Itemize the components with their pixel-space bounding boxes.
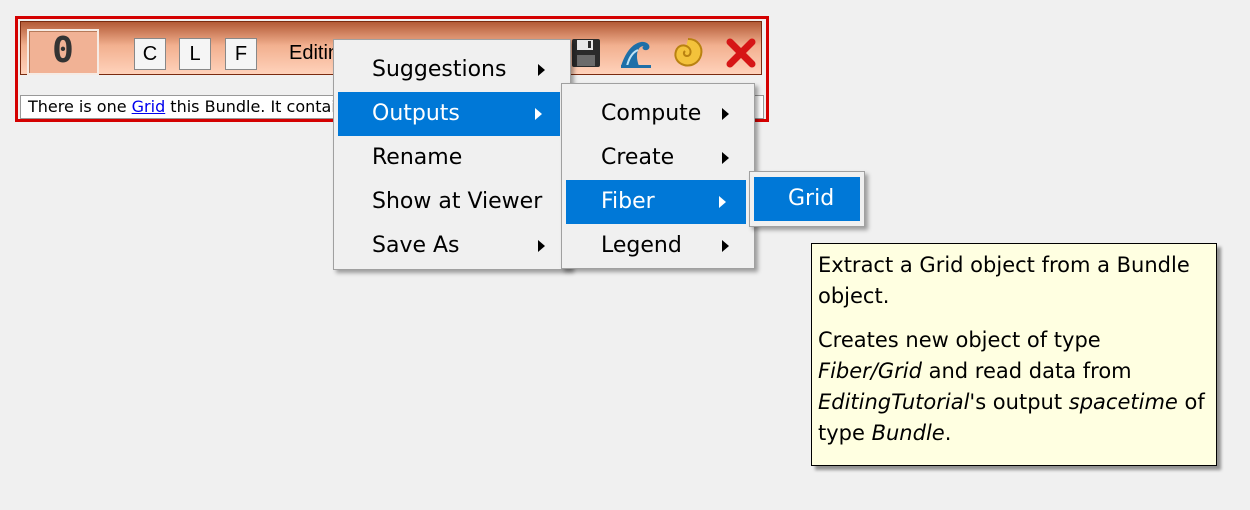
grid-link[interactable]: Grid	[131, 97, 166, 116]
close-icon[interactable]	[724, 36, 758, 70]
tooltip-text: Creates new object of type	[818, 328, 1101, 352]
menu-item-label: Compute	[601, 101, 702, 126]
status-suffix: this Bundle. It contains	[165, 97, 355, 116]
status-prefix: There is one	[28, 97, 132, 116]
menu-item-compute[interactable]: Compute	[566, 92, 750, 136]
context-menu: Suggestions Outputs Rename Show at Viewe…	[333, 39, 571, 270]
submenu-arrow-icon	[722, 152, 729, 164]
tooltip-output-name: spacetime	[1068, 390, 1178, 414]
tooltip: Extract a Grid object from a Bundle obje…	[811, 243, 1217, 466]
menu-item-label: Fiber	[601, 189, 655, 214]
tooltip-detail: Creates new object of type Fiber/Grid an…	[818, 325, 1210, 449]
menu-item-legend[interactable]: Legend	[566, 224, 750, 268]
menu-item-label: Save As	[372, 233, 460, 258]
menu-item-fiber[interactable]: Fiber	[566, 180, 746, 224]
menu-item-save-as[interactable]: Save As	[338, 224, 566, 268]
submenu-arrow-icon	[722, 108, 729, 120]
menu-item-label: Grid	[788, 186, 835, 211]
shell-icon[interactable]	[671, 36, 705, 70]
c-button[interactable]: C	[134, 38, 166, 70]
menu-item-outputs[interactable]: Outputs	[338, 92, 560, 136]
wave-icon[interactable]	[619, 36, 653, 70]
menu-item-rename[interactable]: Rename	[338, 136, 566, 180]
menu-item-grid[interactable]: Grid	[754, 177, 860, 221]
tooltip-text: 's output	[969, 390, 1069, 414]
menu-item-label: Outputs	[372, 101, 460, 126]
f-button[interactable]: F	[225, 38, 257, 70]
save-icon[interactable]	[569, 36, 603, 70]
submenu-arrow-icon	[535, 108, 542, 120]
tooltip-summary: Extract a Grid object from a Bundle obje…	[818, 253, 1190, 308]
menu-item-label: Show at Viewer	[372, 189, 543, 214]
menu-item-label: Rename	[372, 145, 463, 170]
tooltip-object-type: Fiber/Grid	[818, 359, 922, 383]
l-button[interactable]: L	[179, 38, 211, 70]
menu-item-suggestions[interactable]: Suggestions	[338, 48, 566, 92]
submenu-arrow-icon	[538, 64, 545, 76]
submenu-arrow-icon	[719, 196, 726, 208]
submenu-arrow-icon	[722, 240, 729, 252]
menu-item-label: Create	[601, 145, 675, 170]
fiber-submenu: Grid	[749, 171, 865, 227]
menu-item-show-at-viewer[interactable]: Show at Viewer	[338, 180, 566, 224]
tooltip-text: and read data from	[921, 359, 1132, 383]
outputs-submenu: Compute Create Fiber Legend	[561, 83, 755, 269]
menu-item-label: Legend	[601, 233, 682, 258]
tooltip-text: .	[944, 421, 952, 445]
counter-display: 0	[27, 29, 99, 75]
menu-item-label: Suggestions	[372, 57, 507, 82]
menu-item-create[interactable]: Create	[566, 136, 750, 180]
submenu-arrow-icon	[538, 240, 545, 252]
tooltip-output-type: Bundle	[871, 421, 945, 445]
tooltip-source-name: EditingTutorial	[818, 390, 970, 414]
tooltip-text: of type	[818, 390, 1205, 445]
